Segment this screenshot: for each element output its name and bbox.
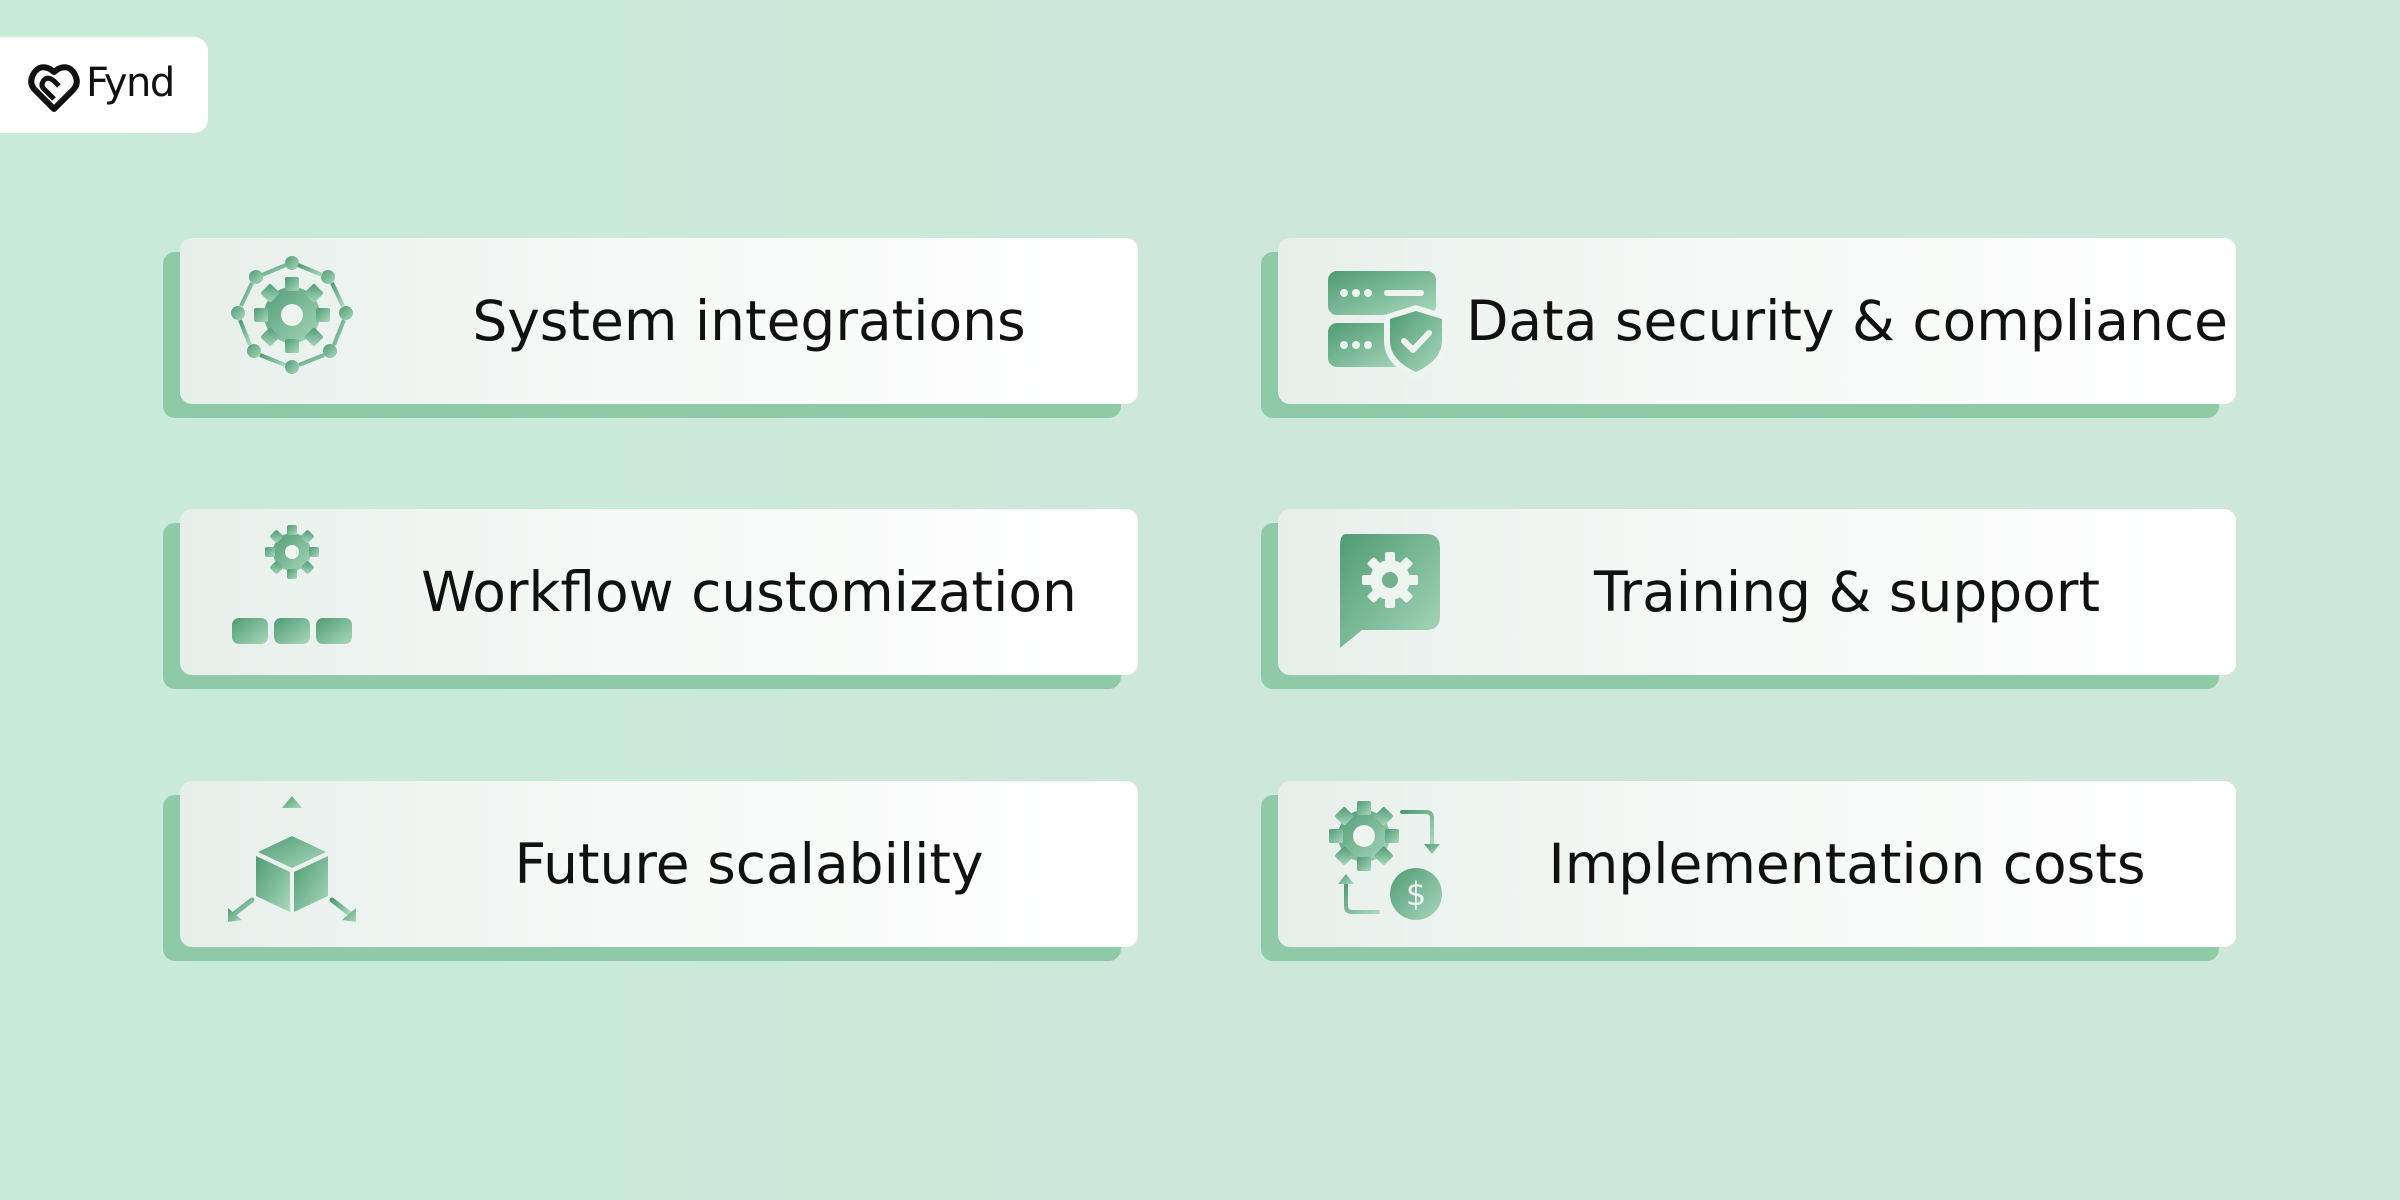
card-implementation-costs[interactable]: $ Implementation costs — [1261, 781, 2236, 961]
card-label: Workflow customization — [421, 560, 1077, 624]
fynd-logo-icon — [28, 64, 80, 112]
card-label: Implementation costs — [1548, 832, 2146, 896]
card-label: System integrations — [472, 289, 1026, 353]
card-face: Training & support — [1278, 509, 2236, 675]
card-label: Future scalability — [514, 832, 984, 896]
brand-name: Fynd — [86, 60, 175, 106]
card-label: Training & support — [1593, 560, 2101, 624]
server-shield-icon — [1328, 271, 1448, 379]
card-workflow-customization[interactable]: Workflow customization — [163, 509, 1138, 689]
card-label: Data security & compliance — [1466, 289, 2228, 353]
card-face: Data security & compliance — [1278, 238, 2236, 404]
gear-chat-bubble-icon — [1340, 534, 1440, 648]
svg-text:$: $ — [1406, 875, 1426, 913]
card-face: System integrations — [180, 238, 1138, 404]
gear-hierarchy-icon — [232, 525, 352, 644]
card-future-scalability[interactable]: Future scalability — [163, 781, 1138, 961]
card-face: $ Implementation costs — [1278, 781, 2236, 947]
card-face: Future scalability — [180, 781, 1138, 947]
gear-network-icon — [231, 256, 353, 374]
logo-badge[interactable]: Fynd — [0, 37, 208, 133]
card-training-support[interactable]: Training & support — [1261, 509, 2236, 689]
gear-dollar-cycle-icon: $ — [1329, 801, 1442, 920]
card-data-security-compliance[interactable]: Data security & compliance — [1261, 238, 2236, 418]
card-face: Workflow customization — [180, 509, 1138, 675]
box-arrows-icon — [228, 796, 356, 922]
card-system-integrations[interactable]: System integrations — [163, 238, 1138, 418]
